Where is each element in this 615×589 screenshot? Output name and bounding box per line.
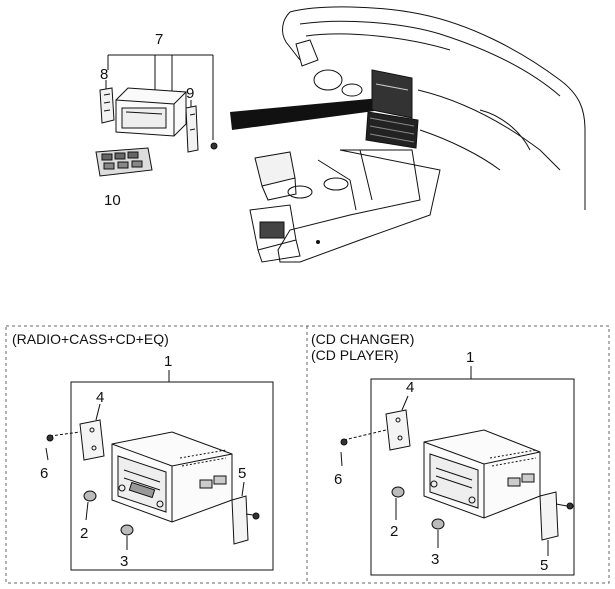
location-arrow: [230, 98, 382, 130]
left-callout-6: 6: [40, 465, 48, 482]
right-panel-header-line1: (CD CHANGER): [311, 331, 414, 347]
left-callout-4: 4: [96, 389, 104, 406]
callout-8: 8: [100, 66, 108, 83]
callout-10: 10: [104, 192, 121, 209]
top-parts-group: [95, 54, 218, 177]
right-callout-4: 4: [406, 379, 414, 396]
left-callout-1: 1: [164, 353, 172, 370]
left-callout-2: 2: [80, 525, 88, 542]
callout-9: 9: [186, 85, 194, 102]
left-callout-5: 5: [238, 465, 246, 482]
left-radio-assembly: [45, 370, 274, 571]
left-callout-3: 3: [120, 553, 128, 570]
right-callout-6: 6: [334, 471, 342, 488]
callout-7: 7: [155, 31, 163, 48]
right-callout-1: 1: [466, 349, 474, 366]
left-panel-header: (RADIO+CASS+CD+EQ): [12, 331, 169, 347]
dashboard-illustration: [249, 6, 586, 263]
right-callout-2: 2: [390, 523, 398, 540]
right-panel-header-line2: (CD PLAYER): [311, 347, 399, 363]
right-callout-5: 5: [540, 557, 548, 574]
right-cd-assembly: [340, 366, 575, 576]
right-callout-3: 3: [431, 551, 439, 568]
